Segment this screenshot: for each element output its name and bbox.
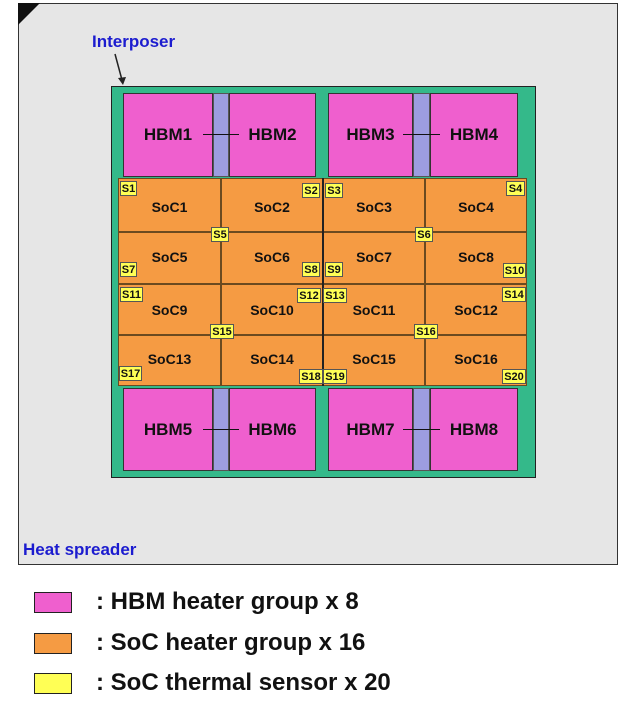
hbm-block: HBM8 (430, 388, 518, 471)
thermal-sensor: S19 (323, 369, 347, 384)
thermal-sensor: S10 (503, 263, 526, 278)
thermal-sensor: S3 (325, 183, 343, 198)
hbm-block: HBM4 (430, 93, 518, 177)
heat-spreader-label: Heat spreader (23, 540, 137, 559)
hbm-block: HBM6 (229, 388, 316, 471)
thermal-sensor: S13 (323, 288, 347, 303)
thermal-sensor: S12 (297, 288, 321, 303)
thermal-sensor: S9 (325, 262, 343, 277)
thermal-sensor: S16 (414, 324, 438, 339)
hbm-interconnect-bar (213, 93, 229, 177)
thermal-sensor: S1 (120, 181, 137, 196)
thermal-sensor: S7 (120, 262, 137, 277)
legend-swatch-hbm (34, 592, 72, 613)
legend-text-hbm: : HBM heater group x 8 (96, 588, 359, 615)
connector-line (403, 134, 440, 135)
thermal-sensor: S17 (119, 366, 142, 381)
thermal-sensor: S15 (210, 324, 234, 339)
soc-block: SoC10 (221, 284, 323, 335)
legend-text-soc: : SoC heater group x 16 (96, 629, 366, 656)
soc-block: SoC15 (323, 335, 425, 386)
thermal-sensor: S8 (302, 262, 320, 277)
hbm-interconnect-bar (413, 93, 430, 177)
legend-swatch-soc (34, 633, 72, 654)
thermal-sensor: S6 (415, 227, 433, 242)
thermal-sensor: S5 (211, 227, 229, 242)
interposer-label: Interposer (92, 32, 176, 51)
orientation-corner-mark (18, 3, 40, 25)
hbm-block: HBM7 (328, 388, 413, 471)
connector-line (203, 429, 239, 430)
interposer-arrow-icon (114, 53, 126, 85)
thermal-sensor: S2 (302, 183, 320, 198)
die-divider-line (322, 178, 324, 386)
thermal-sensor: S20 (502, 369, 526, 384)
thermal-sensor: S14 (502, 287, 526, 302)
hbm-block: HBM5 (123, 388, 213, 471)
thermal-sensor: S4 (506, 181, 525, 196)
connector-line (403, 429, 440, 430)
thermal-sensor: S11 (120, 287, 143, 302)
soc-block: SoC9 (118, 284, 221, 335)
legend-text-sensor: : SoC thermal sensor x 20 (96, 669, 391, 696)
thermal-sensor: S18 (299, 369, 323, 384)
hbm-block: HBM1 (123, 93, 213, 177)
legend-swatch-sensor (34, 673, 72, 694)
connector-line (203, 134, 239, 135)
hbm-block: HBM3 (328, 93, 413, 177)
hbm-block: HBM2 (229, 93, 316, 177)
